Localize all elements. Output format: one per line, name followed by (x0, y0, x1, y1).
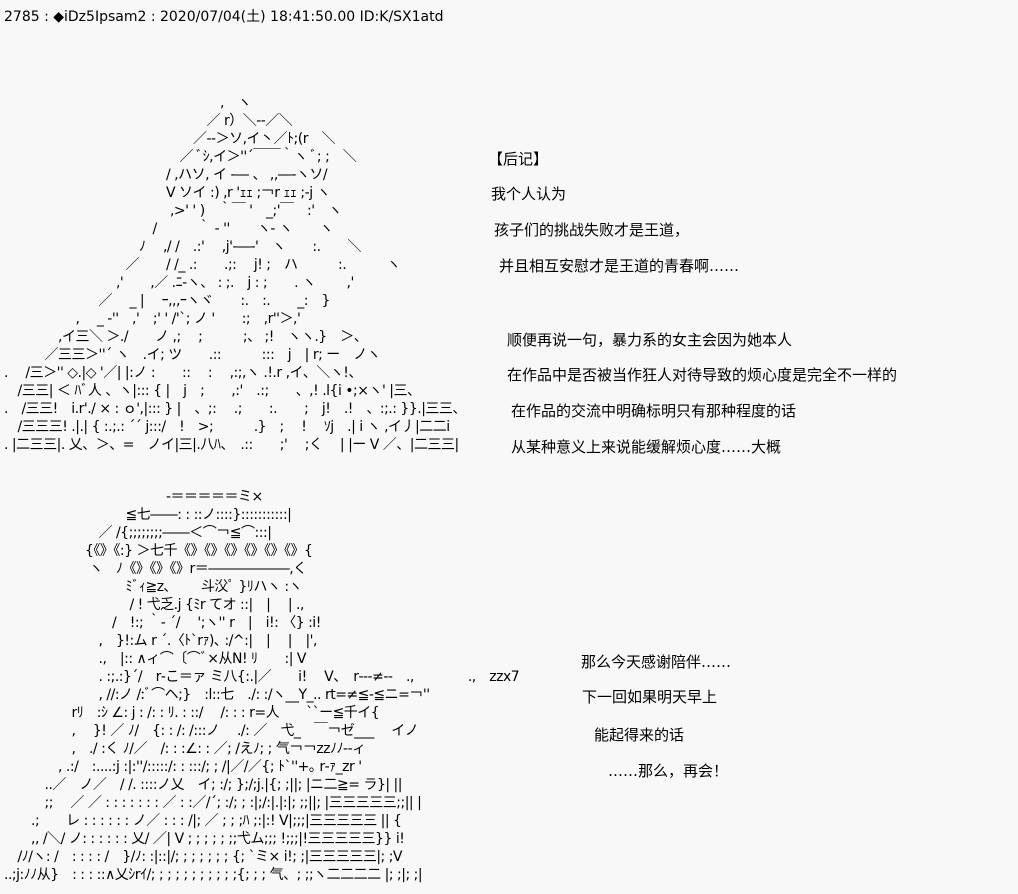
ascii-art-line: / ! 弋乏.j {ﾐr てオ ::| | | ., (4, 597, 304, 613)
ascii-art-line: , _ ‐'' ,' ;' ' /'`; ノ ' :; ,r''＞,' (4, 311, 301, 327)
ascii-art-line: ／ /{;;;;;;;;――＜⌒￢≦⌒:::| (4, 525, 272, 541)
ascii-art-line: , ./ :く ﾉ/／ /: : :∠: : ／; /えﾉ; ; 气￢￢zzﾉﾉ… (4, 741, 366, 757)
afterword-line: 从某种意义上来说能缓解烦心度……大概 (511, 438, 782, 456)
ascii-art-line: ., |:: ∧ィ⌒〔⌒ﾞ×从N! ﾘ :| V (4, 651, 306, 667)
farewell-line: ……那么，再会！ (608, 762, 729, 780)
ascii-art-line: ,, /＼/ ノ: : : : : : 乂/ ／| V ; ; ; ; ; ;;… (4, 831, 405, 847)
post-header: 2785 : ◆iDz5Ipsam2 : 2020/07/04(土) 18:41… (4, 9, 444, 25)
ascii-art-line: ;; ／ ／ : : : : : : : ／ : :／/´; :/; ; :|;… (4, 795, 422, 811)
ascii-art-line: .; レ : : : : : : ノ／ : : : /|; ／ ; ; ;ﾊ ;… (4, 813, 402, 829)
ascii-art-line: ,' ,／ .ﾆ-ヽ、 : ;. j : ; . ヽ ,' (4, 275, 354, 291)
ascii-art-line: . :;.:}´/ r‐こ＝ァ ミ八{:.|／ i! V、 r‐‐‐≠‐‐ .,… (4, 669, 520, 685)
ascii-art-line: ﾐﾞｨ≧z､ 斗㳇ﾟ }ﾘハヽ :ヽ (4, 579, 303, 595)
ascii-art-line: ／ ﾞｼ,イ＞''´￣￣｀ヽ ﾞ; ; ＼ (4, 149, 357, 165)
ascii-art-line: /三三三! .|.| { :.;.: ´´ j:::/ ! >; .} ; ! … (4, 419, 450, 435)
farewell-line: 下一回如果明天早上 (582, 688, 718, 706)
ascii-art-line: / ｀ ‐ '' ヽ‐ ヽ ヽ (4, 221, 333, 237)
afterword-line: 在作品的交流中明确标明只有那种程度的话 (511, 402, 797, 420)
ascii-art-line: , .:/ :....:j :|:''/:::::/: : :::/; ; /|… (4, 759, 362, 775)
farewell-line: 能起得来的话 (594, 726, 685, 744)
ascii-art-line: / !:; ｀‐ ´/ ';ヽ'' r | i!: 〈} :i! (4, 615, 321, 631)
ascii-art-top: , ヽ ／ r）＼‐‐／＼ ／‐‐＞ソ,イ丶／ﾄ;(r ＼ ／ ﾞｼ,イ＞''´… (4, 94, 466, 454)
ascii-art-line: -＝＝＝＝＝ミ× (4, 489, 263, 505)
afterword-line: 我个人认为 (491, 185, 567, 203)
ascii-art-line: , ヽ (4, 95, 251, 111)
afterword-line: 顺便再说一句，暴力系的女主会因为她本人 (507, 331, 793, 349)
ascii-art-line: V ソイ :) ,r 'ｪｪ ;￢r ｪｪ ;‐j ヽ (4, 185, 331, 201)
afterword-title: 【后记】 (488, 150, 549, 168)
ascii-art-line: . /三＞'' ◇.|◇ '／| |:ノ : :: : ,:;,ヽ .!.r ,… (4, 365, 362, 381)
ascii-art-line: ..／ ノ／ / /. ::::ノ乂 イ; :/; };/;j.|{; ;||;… (4, 777, 402, 793)
ascii-art-line: ﾉ ,/ / .:' ,j'‐―‐' ヽ :. ＼ (4, 239, 362, 255)
afterword-line: 在作品中是否被当作狂人对待导致的烦心度是完全不一样的 (507, 366, 898, 384)
ascii-art-line: , //:ノ /:ﾞ⌒ヘ;} :l::七 ./: :/ヽ__Y_.. rt=≠≦… (4, 687, 430, 703)
ascii-art-line: rﾘ :ｼ ∠: j : /: : ﾘ. : ::/ /: : : r=人 ``… (4, 705, 380, 721)
ascii-art-bottom: -＝＝＝＝＝ミ× ≦七――: : ::ノ::::}:::::::::::| ／ … (4, 488, 520, 884)
ascii-art-line: / ,ハソ, イ ‐― 、 ,,―‐ヽソ/ (4, 167, 328, 183)
ascii-art-line: {《》《:} ＞七千《》《》《》《》《》《》{ (4, 543, 313, 559)
ascii-art-line: . |二三三|. 乂、＞、= ノイ|三|.八ﾊ、 .:: ;' ;く | |ー … (4, 437, 459, 453)
afterword-line: 孩子们的挑战失败才是王道， (494, 221, 690, 239)
ascii-art-line: , }!:ム r ´.〈ﾄ`rｧ)､ :/^:| | | |', (4, 633, 317, 649)
ascii-art-line: ／ / /_ .: .;: j! ; ハ :. ヽ (4, 257, 401, 273)
ascii-art-line: ヽ ﾉ《》《》《》r＝――――――,く (4, 561, 307, 577)
ascii-art-line: ／ r）＼‐‐／＼ (4, 113, 293, 129)
ascii-art-line: , }! ／ ﾉ/ {: : /: /:::ノ ./: ／ 弋_ ￣￢ゼ___ … (4, 723, 419, 739)
ascii-art-line: ／ _ | ｰ,,,ｰヽヾ :. :. _: } (4, 293, 330, 309)
ascii-art-line: . /三三! i.r'./ × : ｏ',|::: } | 、;: .; :. … (4, 401, 466, 417)
ascii-art-line: ／三三＞''´ ヽ .イ; ツ .:: ::: j | r; ー ノヽ (4, 347, 381, 363)
ascii-art-line: ..;j:ﾉﾉ从} : : : ::∧乂ｼrｲ/; ; ; ; ; ; ; ; … (4, 867, 423, 883)
ascii-art-line: ,イ三＼ ＞./ ノ ,; ; ;、 ;! ヽヽ.} ＞、 (4, 329, 368, 345)
ascii-art-line: ≦七――: : ::ノ::::}:::::::::::| (4, 507, 292, 523)
ascii-art-line: ,>' ' ) ｀￣ ' _;'￣ :' ヽ (4, 203, 342, 219)
ascii-art-line: /ﾉ/ヽ: / : : : : / }/ﾉ: :|::|/; ; ; ; ; ;… (4, 849, 402, 865)
ascii-art-line: ／‐‐＞ソ,イ丶／ﾄ;(r ＼ (4, 131, 336, 147)
afterword-line: 并且相互安慰才是王道的青春啊…… (499, 257, 740, 275)
farewell-line: 那么今天感谢陪伴…… (581, 653, 732, 671)
ascii-art-line: /三三| ＜ ﾊﾞ人 、ヽ|::: { | j ; ,:' .:; 、,! .l… (4, 383, 421, 399)
